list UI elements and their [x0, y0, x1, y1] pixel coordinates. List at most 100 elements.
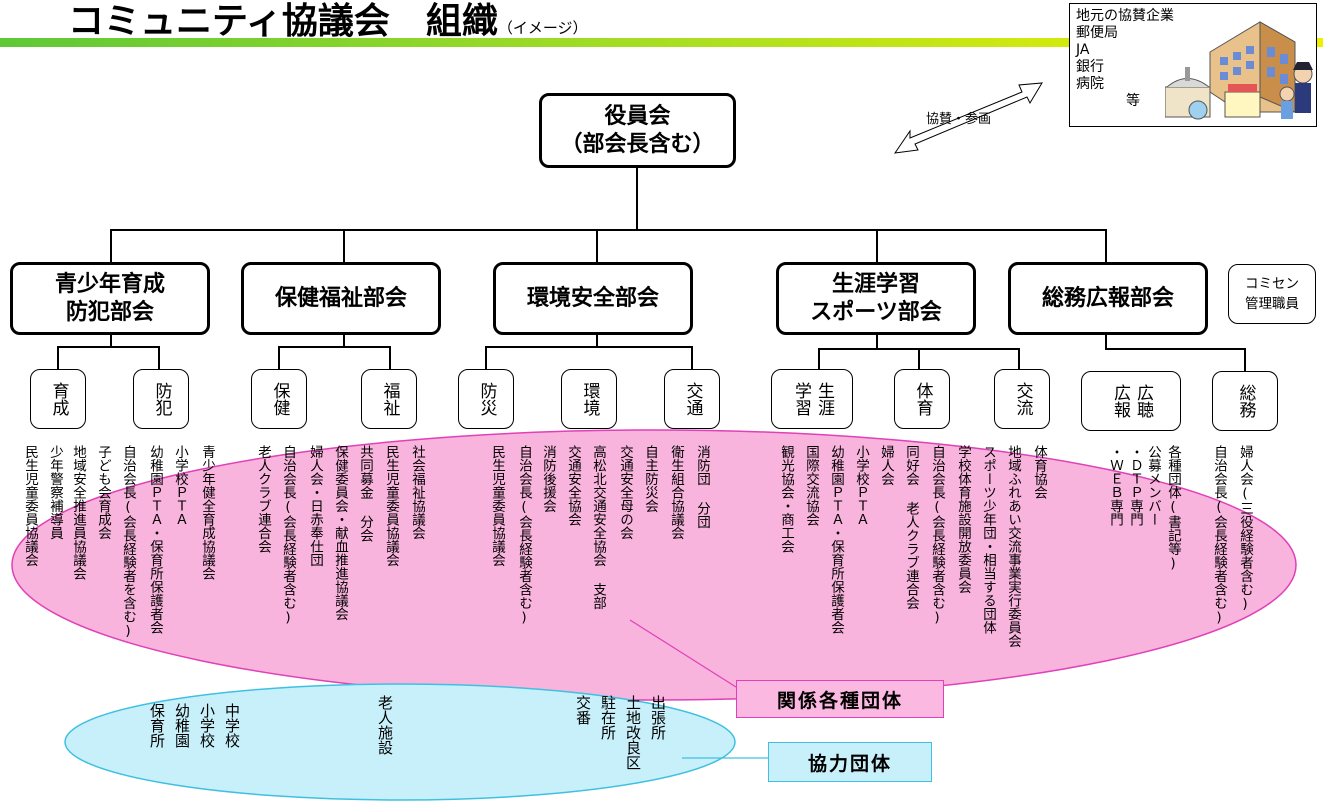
- related-label-pointer: [629, 619, 737, 688]
- dept-label: 防犯部会: [65, 299, 154, 325]
- subgroup-kocho-koho: 広聴広報: [1081, 371, 1181, 431]
- coop-item: 老人施設: [376, 695, 394, 755]
- executive-line2: （部会長含む）: [560, 131, 715, 157]
- connector: [691, 346, 693, 370]
- connector: [596, 229, 598, 263]
- subgroup-bosai: 防災: [458, 369, 514, 429]
- sponsor-link-label: 協賛・参画: [926, 112, 992, 127]
- related-item: 民生児童委員協議会: [489, 445, 505, 567]
- related-item: 自治会長(会長経験者含む): [516, 445, 532, 626]
- related-item: 保健委員会・献血推進協議会: [332, 445, 348, 621]
- subgroup-kotsu: 交通: [664, 369, 720, 429]
- related-item: 幼稚園ＰＴＡ・保育所保護者会: [828, 445, 844, 634]
- sponsor-line: 銀行: [1076, 59, 1104, 75]
- dept-box-environment: 環境安全部会: [493, 262, 693, 335]
- subgroup-label: 交流: [1012, 382, 1033, 416]
- related-item: 地域安全推進員協議会: [70, 445, 86, 580]
- connector: [1244, 348, 1246, 372]
- connector: [596, 335, 598, 347]
- coop-item: 駐在所: [599, 695, 617, 740]
- sponsor-line: 病院: [1076, 76, 1104, 92]
- connector: [110, 229, 1106, 231]
- title-note: （イメージ）: [497, 19, 588, 37]
- connector: [636, 168, 638, 230]
- subgroup-label: 生涯: [814, 382, 834, 416]
- connector: [343, 335, 345, 347]
- double-arrow-icon: [893, 82, 1043, 154]
- page-title: コミュニティ協議会 組織（イメージ）: [68, 0, 588, 44]
- building-illustration-icon: [1165, 21, 1313, 120]
- related-item: 子ども会育成会: [95, 445, 111, 540]
- connector: [158, 346, 160, 370]
- dept-label: 総務広報部会: [1041, 285, 1174, 311]
- subgroup-label: 環境: [579, 382, 600, 416]
- title-underline: [0, 38, 1323, 47]
- related-item: 小学校ＰＴＡ: [172, 445, 188, 526]
- related-item: 社会福祉協議会: [409, 445, 425, 540]
- subgroup-ikusei: 育成: [30, 369, 86, 429]
- subgroup-label: 広聴: [1133, 384, 1153, 418]
- connector: [110, 229, 112, 263]
- related-item: 自治会長(会長経験者含む): [280, 445, 296, 626]
- subgroup-label: 防災: [476, 382, 497, 416]
- dept-label: 環境安全部会: [526, 285, 659, 311]
- subgroup-label: 福祉: [379, 382, 400, 416]
- subgroup-label: 交通: [682, 382, 703, 416]
- related-item: 自主防災会: [642, 445, 658, 513]
- subgroup-label: 総務: [1235, 384, 1256, 418]
- dept-box-general: 総務広報部会: [1008, 262, 1208, 335]
- sponsor-line: 郵便局: [1076, 25, 1118, 41]
- connector: [1105, 229, 1107, 263]
- related-item: 少年警察補導員: [47, 445, 63, 540]
- subgroup-kankyo: 環境: [561, 369, 617, 429]
- related-item: 婦人会: [878, 445, 894, 486]
- subgroup-taiiku: 体育: [894, 369, 950, 429]
- connector: [389, 346, 391, 370]
- related-item: 学校体育施設開放委員会: [955, 445, 971, 594]
- connector: [485, 346, 692, 348]
- coop-item: 交番: [574, 695, 592, 725]
- title-main: コミュニティ協議会 組織: [68, 1, 498, 42]
- related-item: 交通安全母の会: [617, 445, 633, 540]
- dept-label: 生涯学習: [831, 272, 920, 297]
- related-item: ・ＤＴＰ専門: [1127, 445, 1143, 526]
- related-item: 交通安全協会: [565, 445, 581, 526]
- related-item: 消防後援会: [540, 445, 556, 513]
- related-item: 民生児童委員協議会: [383, 445, 399, 567]
- related-item: 各種団体(書記等): [1165, 445, 1181, 572]
- executive-line1: 役員会: [604, 104, 671, 129]
- coop-groups-label: 協力団体: [768, 742, 932, 782]
- coop-item: 幼稚園: [173, 703, 191, 748]
- related-item: 自治会長(会長経験者を含む): [120, 445, 136, 639]
- subgroup-somu: 総務: [1212, 371, 1278, 431]
- connector: [57, 346, 59, 370]
- connector: [57, 346, 159, 348]
- connector: [918, 348, 920, 370]
- connector: [278, 346, 390, 348]
- connector: [818, 348, 820, 370]
- related-item: 民生児童委員協議会: [22, 445, 38, 567]
- sponsor-box: 地元の協賛企業 郵便局 JA 銀行 病院 等: [1069, 3, 1317, 127]
- related-item: ・ＷＥＢ専門: [1107, 445, 1123, 526]
- related-item: 共同募金 分会: [357, 445, 373, 542]
- connector: [876, 335, 878, 349]
- coop-item: 小学校: [198, 703, 216, 748]
- connector: [110, 335, 112, 347]
- related-item: 公募メンバー: [1145, 445, 1161, 526]
- subgroup-label: 広報: [1110, 384, 1130, 418]
- subgroup-label: 学習: [791, 382, 811, 416]
- related-item: 地域ふれあい交流事業実行委員会: [1005, 445, 1021, 648]
- subgroup-fukushi: 福祉: [361, 369, 417, 429]
- related-item: 青少年健全育成協議会: [199, 445, 215, 580]
- coop-item: 中学校: [223, 703, 241, 748]
- subgroup-koryu: 交流: [994, 369, 1050, 429]
- coop-groups-ellipse: [64, 683, 736, 801]
- related-groups-ellipse: [11, 429, 1297, 701]
- related-item: 自治会長(会長経験者含む): [1211, 445, 1227, 626]
- staff-box: コミセン 管理職員: [1228, 264, 1316, 324]
- executive-box: 役員会（部会長含む）: [539, 93, 736, 168]
- related-item: 婦人会(三役経験者含む): [1237, 445, 1253, 612]
- connector: [485, 346, 487, 370]
- dept-label: 青少年育成: [54, 272, 165, 297]
